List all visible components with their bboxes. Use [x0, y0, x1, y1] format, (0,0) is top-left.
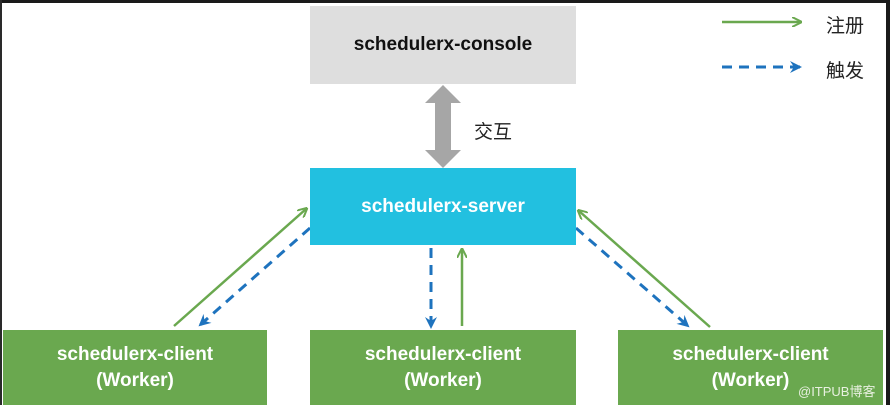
- watermark: @ITPUB博客: [798, 384, 876, 399]
- interaction-label: 交互: [474, 122, 513, 143]
- server-node: schedulerx-server: [310, 168, 576, 245]
- frame-top-border: [0, 0, 890, 3]
- client-node-center: schedulerx-client (Worker): [310, 330, 576, 405]
- trigger-arrow-right: [575, 226, 690, 328]
- interaction-double-arrow: [425, 85, 461, 168]
- frame-right-border: [886, 0, 890, 405]
- client-node-right: schedulerx-client (Worker): [618, 330, 883, 405]
- register-arrow-left: [173, 209, 306, 327]
- client-node-role: (Worker): [711, 369, 790, 391]
- server-node-label: schedulerx-server: [361, 195, 525, 217]
- console-node-label: schedulerx-console: [353, 34, 533, 55]
- client-node-left: schedulerx-client (Worker): [3, 330, 267, 405]
- legend-register-label: 注册: [826, 16, 865, 37]
- console-node: schedulerx-console: [310, 6, 576, 84]
- client-node-role: (Worker): [96, 369, 174, 391]
- legend-trigger-label: 触发: [826, 61, 865, 82]
- frame-left-border: [0, 0, 2, 405]
- client-node-name: schedulerx-client: [56, 343, 214, 365]
- client-node-name: schedulerx-client: [672, 343, 829, 365]
- client-node-name: schedulerx-client: [364, 343, 522, 365]
- register-arrow-right: [579, 211, 711, 328]
- client-node-role: (Worker): [404, 369, 482, 391]
- trigger-arrow-left: [198, 226, 311, 327]
